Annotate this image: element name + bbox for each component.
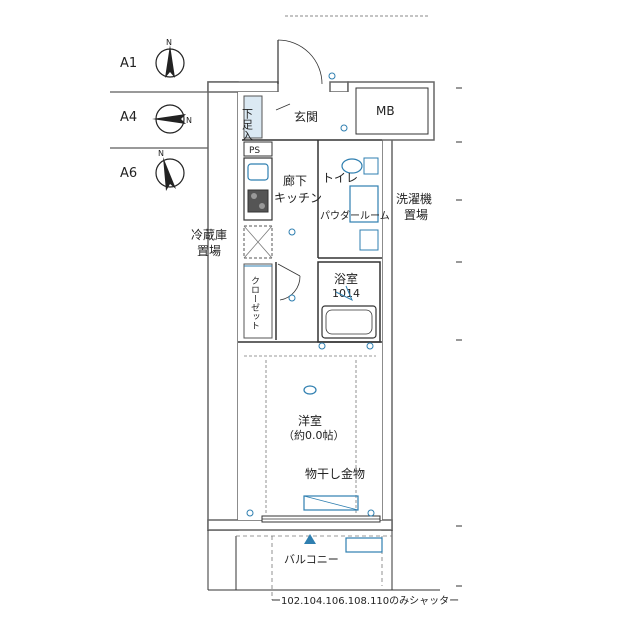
entrance-label: 玄関 [294, 109, 318, 124]
triangle-marker-icon [304, 534, 316, 544]
western-room-label: 洋室 [298, 413, 322, 428]
toilet-label: トイレ [322, 171, 358, 185]
sink-icon [247, 163, 269, 181]
shutter-note-text: 102.104.106.108.110のみシャッター [281, 595, 459, 607]
fridge-space: 冷蔵庫 置場 [191, 225, 273, 259]
closet: クローゼット [243, 263, 273, 339]
orientation-label-a4: A4 [120, 110, 137, 125]
compass-a6-icon: N [155, 149, 185, 191]
bathtub-icon [321, 305, 377, 339]
bath-label: 浴室 [334, 271, 358, 286]
north-mark-a1: N [166, 38, 172, 47]
compass-a1-icon: N [155, 38, 185, 78]
washbasin-icon [349, 185, 379, 223]
drying-hanger-icon [303, 495, 359, 511]
compass-a4-icon: N [152, 104, 192, 134]
western-room: 洋室 （約0.0帖） 物干し金物 [244, 355, 376, 514]
shoe-box-label: 下足入 [241, 108, 254, 141]
toilet-icon [341, 158, 363, 174]
closet-door [277, 263, 301, 301]
drying-hanger-label: 物干し金物 [305, 466, 365, 481]
shoe-box: 下足入 [241, 95, 263, 141]
kitchen-label: キッチン [274, 191, 322, 205]
fridge-label-2: 置場 [197, 244, 221, 258]
outdoor-unit-icon [345, 537, 383, 553]
interior-walls [238, 139, 382, 343]
ceiling-light-icon [303, 385, 317, 395]
kitchen-counter [243, 157, 273, 221]
right-tick-marks [456, 87, 462, 587]
north-mark-a6: N [158, 149, 164, 158]
powder-room: パウダールーム [320, 185, 390, 251]
meter-box-label: MB [376, 104, 395, 118]
outlet-markers [246, 124, 375, 517]
balcony-label: バルコニー [284, 553, 339, 566]
meter-box: MB [355, 87, 429, 135]
washer-label-1: 洗濯機 [396, 191, 432, 206]
balcony-window [261, 515, 381, 523]
shutter-note: 102.104.106.108.110のみシャッター [272, 595, 459, 607]
washer-label-2: 置場 [404, 208, 428, 222]
bath-size-label: 1014 [332, 287, 360, 300]
toilet-area: トイレ [322, 157, 379, 185]
western-room-size: （約0.0帖） [283, 428, 345, 442]
entrance-door-swing [275, 103, 291, 111]
closet-label: クローゼット [249, 276, 260, 330]
pipe-space: PS [243, 141, 273, 157]
north-mark-a4: N [186, 116, 192, 125]
orientation-label-a1: A1 [120, 56, 137, 71]
stove-icon [247, 189, 269, 213]
entrance-door [277, 39, 336, 85]
corridor-label: 廊下 [283, 173, 307, 188]
orientation-label-a6: A6 [120, 166, 137, 181]
balcony: バルコニー [207, 530, 440, 600]
bathroom: 浴室 1014 [321, 271, 377, 339]
powder-room-label: パウダールーム [320, 209, 390, 222]
pipe-space-label: PS [249, 146, 260, 156]
fridge-label-1: 冷蔵庫 [191, 228, 227, 242]
orientation-legend: A1 A4 A6 N N N [110, 38, 210, 191]
